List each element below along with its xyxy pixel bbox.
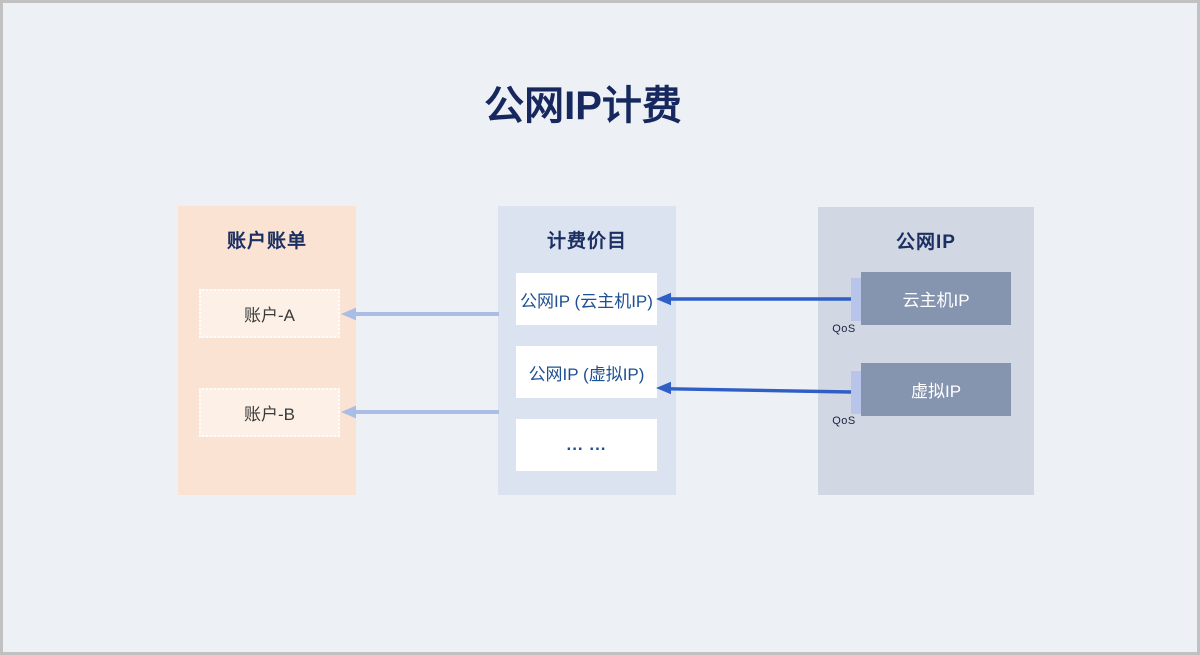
account-bill-panel: 账户账单 账户-A 账户-B: [178, 206, 356, 495]
account-bill-panel-title: 账户账单: [226, 231, 307, 252]
public-ip-panel: 公网IP 云主机IP QoS 虚拟IP QoS: [818, 207, 1034, 495]
arrow-pricing-to-account-a: [341, 307, 499, 321]
public-ip-panel-title: 公网IP: [896, 232, 956, 253]
arrow-pricing-to-account-b: [341, 405, 499, 419]
pricing-panel: 计费价目 公网IP (云主机IP) 公网IP (虚拟IP) ... ...: [498, 206, 676, 495]
page-title: 公网IP计费: [484, 84, 682, 128]
qos-label-cloud-host-ip: QoS: [832, 323, 856, 335]
pricing-node-virtual-ip: 公网IP (虚拟IP): [516, 346, 657, 398]
qos-tab-virtual-ip: [851, 371, 861, 414]
pricing-panel-title: 计费价目: [546, 231, 627, 252]
pricing-node-cloud-host-ip: 公网IP (云主机IP): [516, 273, 657, 325]
virtual-ip-node: 虚拟IP: [861, 363, 1011, 416]
cloud-host-ip-node: 云主机IP: [861, 272, 1011, 325]
qos-label-virtual-ip: QoS: [832, 415, 856, 427]
qos-tab-cloud-host-ip: [851, 278, 861, 321]
pricing-node-ellipsis: ... ...: [516, 419, 657, 471]
account-b-node: 账户-B: [199, 388, 340, 437]
account-a-node: 账户-A: [199, 289, 340, 338]
